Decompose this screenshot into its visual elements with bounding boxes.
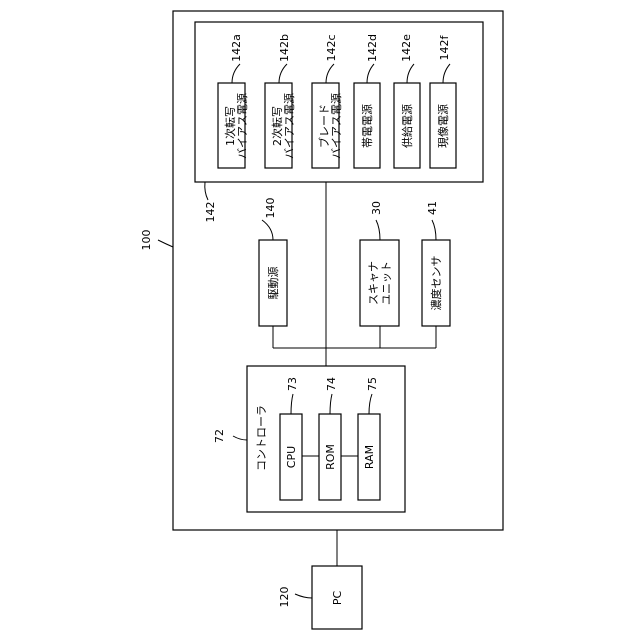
power-unit-142d-ref: 142d [366,34,379,62]
power-unit-142b-ref: 142b [278,34,291,62]
power-unit-142c-line2: バイアス電源 [329,93,343,159]
cpu-73-ref: 73 [286,377,299,391]
drive-source-140-label: 駆動源 [266,267,280,300]
rom-74-label: ROM [324,444,337,470]
power-unit-142e-line1: 供給電源 [400,104,414,148]
pc-120-ref: 120 [278,587,291,608]
ram-75-ref: 75 [366,377,379,391]
power-unit-142c-ref: 142c [325,34,338,61]
device-100-ref: 100 [140,230,153,251]
power-unit-142f-line1: 現像電源 [436,104,450,148]
controller-72-ref: 72 [213,429,226,443]
pc-120-label: PC [331,591,344,606]
power-unit-142c-line1: ブレード [317,104,331,148]
power-unit-142e-ref: 142e [400,34,413,62]
density-sensor-41-ref: 41 [426,201,439,215]
ram-75-label: RAM [363,445,376,469]
power-unit-142a-ref: 142a [230,34,243,62]
density-sensor-41-label: 濃度センサ [429,256,443,311]
drive-source-140-ref: 140 [264,198,277,219]
power-unit-142a-line2: バイアス電源 [235,93,249,159]
power-unit-142b-line1: 2次転写 [270,106,284,146]
scanner-unit-30-ref: 30 [370,201,383,215]
device-100-leader [158,240,173,247]
power-unit-142f-ref: 142f [438,34,451,60]
power-group-142-ref: 142 [204,202,217,223]
cpu-73-label: CPU [285,446,298,468]
rom-74-ref: 74 [325,377,338,391]
power-unit-142d-line1: 帯電電源 [360,104,374,148]
pc-120-leader [295,594,312,598]
power-unit-142b-line2: バイアス電源 [282,93,296,159]
power-unit-142a-line1: 1次転写 [223,106,237,146]
scanner-unit-30-line1: スキャナ [367,261,380,305]
scanner-unit-30-line2: ユニット [380,261,393,305]
controller-72-label: コントローラ [255,405,268,471]
